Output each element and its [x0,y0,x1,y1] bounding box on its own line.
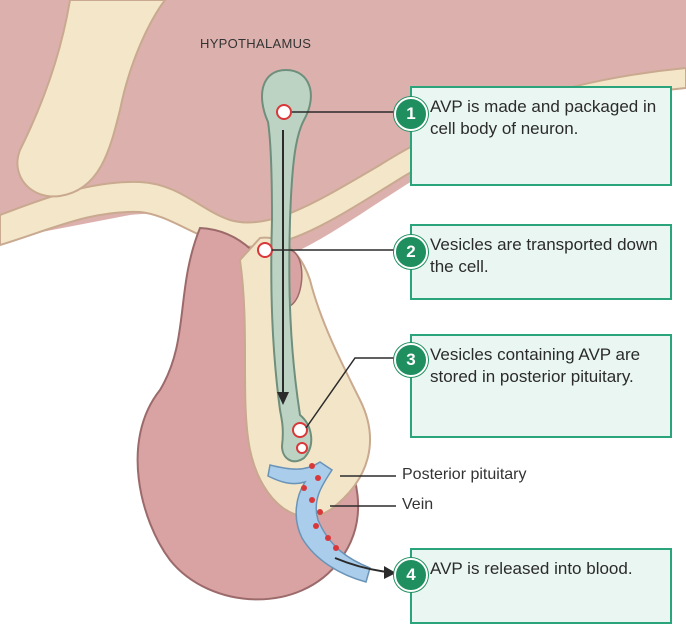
released-vesicles [301,463,339,551]
step-2-badge: 2 [394,235,428,269]
vesicle-terminal-1 [292,422,308,438]
step-4-box: AVP is released into blood. [410,548,672,624]
vesicles [257,104,308,454]
step-2-text: Vesicles are transported down the cell. [430,235,658,276]
step-3-box: Vesicles containing AVP are stored in po… [410,334,672,438]
release-arrow [334,557,389,573]
release-arrowhead [384,566,396,579]
hypothalamus-label: HYPOTHALAMUS [200,36,312,51]
pale-tract-upper [16,0,167,198]
step-4-badge: 4 [394,558,428,592]
step-4-text: AVP is released into blood. [430,559,633,578]
step-1-box: AVP is made and packaged in cell body of… [410,86,672,186]
step-1-badge: 1 [394,97,428,131]
leader-lines [272,111,398,507]
step-3-badge: 3 [394,343,428,377]
vesicle-axon [257,242,273,258]
step-2-box: Vesicles are transported down the cell. [410,224,672,300]
vein-label: Vein [402,496,434,513]
step-1-text: AVP is made and packaged in cell body of… [430,97,657,138]
brain-tissue [0,0,686,250]
vein-vessel [267,461,371,583]
neuron [261,68,313,463]
step-3-text: Vesicles containing AVP are stored in po… [430,345,641,386]
posterior-pituitary-label: Posterior pituitary [402,466,527,483]
vesicle-terminal-2 [296,442,308,454]
transport-arrowhead [277,392,289,405]
vesicle-cell-body [276,104,292,120]
leader-step-3 [305,357,398,429]
